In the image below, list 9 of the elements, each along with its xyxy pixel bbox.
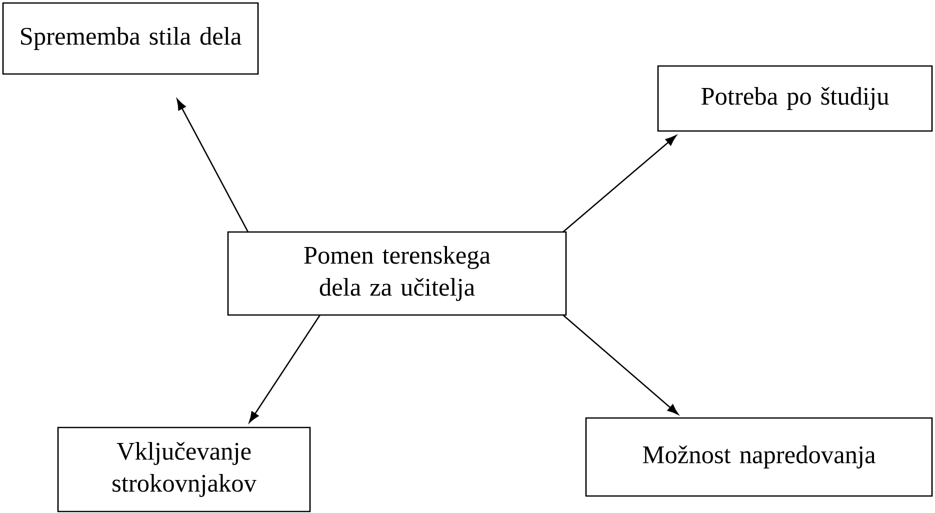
concept-box: Pomen terenskega dela za učitelja — [227, 231, 567, 316]
concept-box: Možnost napredovanja — [585, 417, 933, 497]
concept-box: Sprememba stila dela — [2, 2, 259, 75]
arrow — [562, 314, 678, 415]
arrow — [248, 314, 321, 423]
arrow — [176, 98, 249, 232]
concept-box: Vključevanje strokovnjakov — [57, 426, 311, 512]
arrow — [562, 135, 676, 232]
concept-box: Potreba po študiju — [657, 65, 933, 132]
